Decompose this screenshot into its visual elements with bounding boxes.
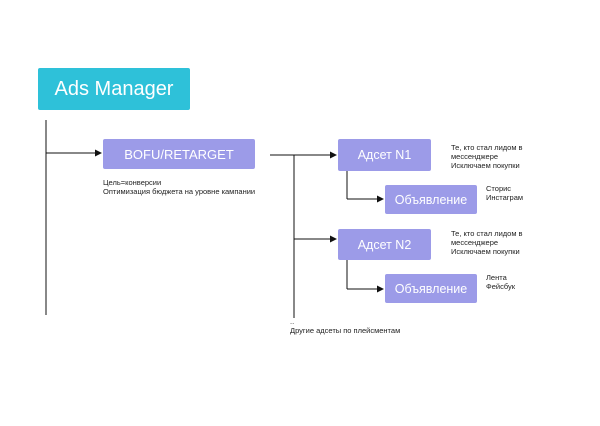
more-adsets-label: Другие адсеты по плейсментам xyxy=(290,326,401,335)
adset1-note-line: Исключаем покупки xyxy=(451,161,520,170)
ad1-notes: Сторис Инстаграм xyxy=(486,184,523,202)
adset1-box: Адсет N1 xyxy=(338,139,431,171)
ad2-notes: Лента Фейсбук xyxy=(486,273,515,291)
ad1-note-line: Инстаграм xyxy=(486,193,524,202)
adset2-notes: Те, кто стал лидом в мессенджере Исключа… xyxy=(451,229,523,256)
more-adsets-note: .. Другие адсеты по плейсментам xyxy=(290,317,400,335)
ad2-note-line: Фейсбук xyxy=(486,282,515,291)
campaign-note-line: Цель=конверсии xyxy=(103,178,162,187)
adset2-box: Адсет N2 xyxy=(338,229,431,260)
ads-manager-box: Ads Manager xyxy=(38,68,190,110)
adset1-notes: Те, кто стал лидом в мессенджере Исключа… xyxy=(451,143,523,170)
campaign-notes: Цель=конверсии Оптимизация бюджета на ур… xyxy=(103,178,255,196)
ad1-note-line: Сторис xyxy=(486,184,512,193)
adset1-note-line: Те, кто стал лидом в xyxy=(451,143,523,152)
adset2-note-line: мессенджере xyxy=(451,238,499,247)
adset2-note-line: Те, кто стал лидом в xyxy=(451,229,523,238)
adset2-note-line: Исключаем покупки xyxy=(451,247,520,256)
adset1-note-line: мессенджере xyxy=(451,152,499,161)
ad2-box: Объявление xyxy=(385,274,477,303)
campaign-box: BOFU/RETARGET xyxy=(103,139,255,169)
campaign-note-line: Оптимизация бюджета на уровне кампании xyxy=(103,187,256,196)
ad2-note-line: Лента xyxy=(486,273,507,282)
ad1-box: Объявление xyxy=(385,185,477,214)
more-dots: .. xyxy=(290,317,295,326)
